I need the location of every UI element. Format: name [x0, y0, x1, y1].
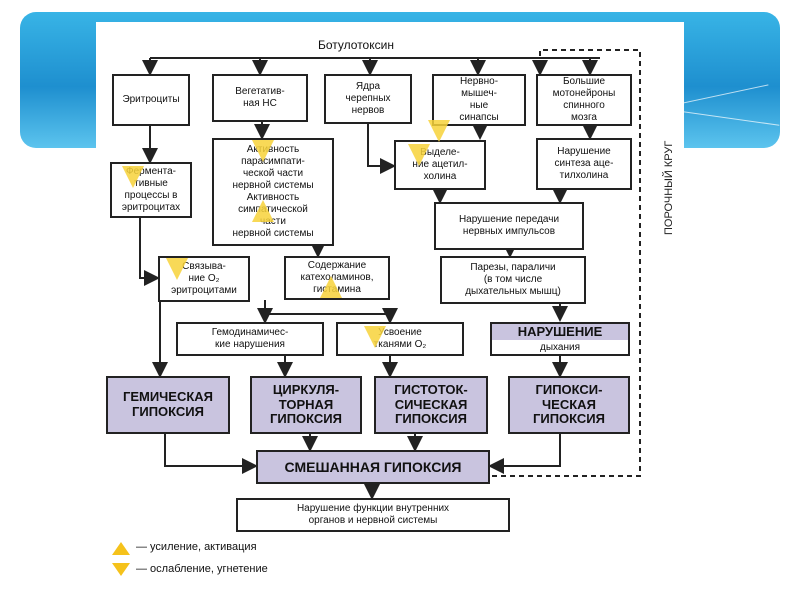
decrease-marker-icon — [252, 140, 274, 162]
neuromuscular-synapses-box: Нервно- мышеч- ные синапсы — [432, 74, 526, 126]
decrease-legend-icon — [112, 563, 130, 576]
breathing-disorder-box: НАРУШЕНИЕ дыхания — [490, 322, 630, 356]
diagram-title: Ботулотоксин — [318, 38, 394, 52]
cranial-nuclei-box: Ядра черепных нервов — [324, 74, 412, 124]
vegetative-ns-box: Вегетатив- ная НС — [212, 74, 308, 122]
paresis-box: Парезы, параличи (в том числе дыхательны… — [440, 256, 586, 304]
oxygen-binding-box: Связыва- ние O₂ эритроцитами — [158, 256, 250, 302]
motoneurons-box: Большие мотонейроны спинного мозга — [536, 74, 632, 126]
impulse-transmission-box: Нарушение передачи нервных импульсов — [434, 202, 584, 250]
legend-decrease-label: — ослабление, угнетение — [136, 563, 268, 575]
vicious-circle-label: ПОРОЧНЫЙ КРУГ — [663, 140, 675, 235]
fermentative-processes-box: Фермента- тивные процессы в эритроцитах — [110, 162, 192, 218]
erythrocytes-box: Эритроциты — [112, 74, 190, 126]
breathing-disorder-title: НАРУШЕНИЕ — [492, 324, 628, 340]
mixed-hypoxia-box: СМЕШАННАЯ ГИПОКСИЯ — [256, 450, 490, 484]
breathing-disorder-sub: дыхания — [540, 341, 580, 353]
increase-legend-icon — [112, 542, 130, 555]
hemic-hypoxia-box: ГЕМИЧЕСКАЯ ГИПОКСИЯ — [106, 376, 230, 434]
histotoxic-hypoxia-box: ГИСТОТОК- СИЧЕСКАЯ ГИПОКСИЯ — [374, 376, 488, 434]
increase-marker-icon — [320, 276, 342, 298]
organ-dysfunction-box: Нарушение функции внутренних органов и н… — [236, 498, 510, 532]
decrease-marker-icon — [122, 166, 144, 188]
decrease-marker-icon — [364, 326, 386, 348]
hypoxic-hypoxia-box: ГИПОКСИ- ЧЕСКАЯ ГИПОКСИЯ — [508, 376, 630, 434]
hemodynamic-disorders-box: Гемодинамичес- кие нарушения — [176, 322, 324, 356]
decrease-marker-icon — [166, 258, 188, 280]
acetylcholine-synthesis-box: Нарушение синтеза аце- тилхолина — [536, 138, 632, 190]
legend-increase-label: — усиление, активация — [136, 541, 257, 553]
oxygen-uptake-box: Усвоение тканями O₂ — [336, 322, 464, 356]
decrease-marker-icon — [428, 120, 450, 142]
increase-marker-icon — [252, 200, 274, 222]
decrease-marker-icon — [408, 144, 430, 166]
circulatory-hypoxia-box: ЦИРКУЛЯ- ТОРНАЯ ГИПОКСИЯ — [250, 376, 362, 434]
